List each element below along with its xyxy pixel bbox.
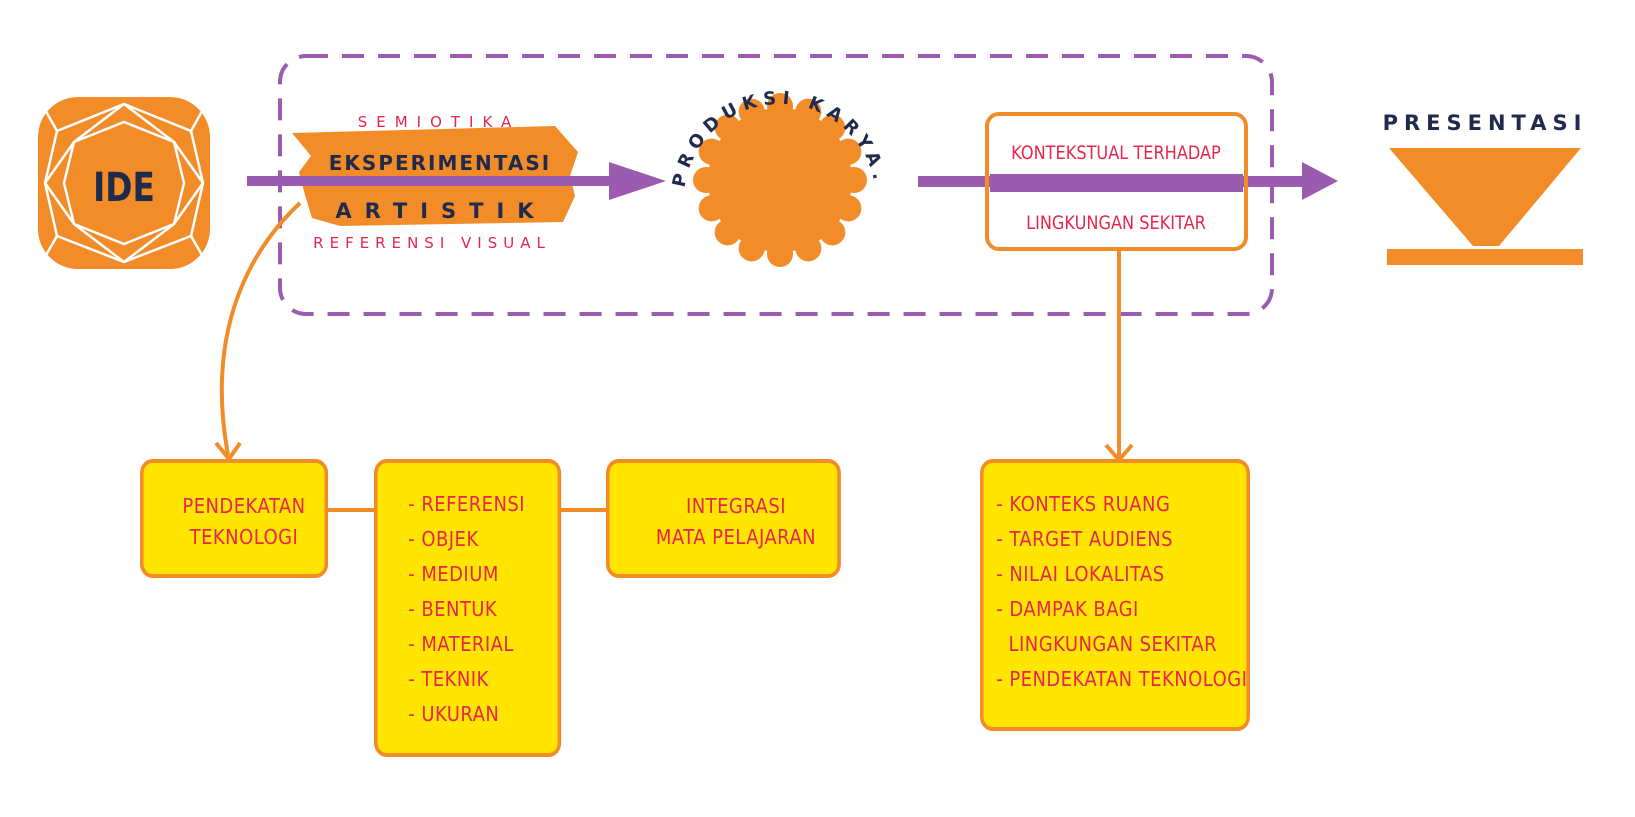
arrow-to-produksi [247, 162, 666, 200]
presentasi-label: PRESENTASI [1383, 111, 1588, 135]
gear-tooth [795, 98, 822, 125]
list-item: NILAI LOKALITAS [996, 557, 1246, 592]
presentasi-node: PRESENTASI [1383, 111, 1588, 265]
gear-tooth [841, 167, 867, 193]
integrasi-line1: INTEGRASI [685, 494, 786, 518]
list-item: REFERENSI [408, 487, 557, 522]
gear-tooth [819, 219, 846, 246]
pendekatan-line1: PENDEKATAN [182, 494, 306, 518]
pendekatan-line2: TEKNOLOGI [189, 525, 299, 549]
gear-tooth [714, 219, 741, 246]
gear-tooth [698, 195, 725, 222]
pendekatan-box: PENDEKATAN TEKNOLOGI [140, 459, 329, 578]
list-item: PENDEKATAN TEKNOLOGI [996, 662, 1247, 697]
gear-tooth [819, 114, 846, 141]
list-item: MEDIUM [408, 557, 557, 592]
referensi-box: REFERENSI OBJEK MEDIUM BENTUK MATERIAL T… [374, 459, 562, 757]
konteks-box: KONTEKS RUANG TARGET AUDIENS NILAI LOKAL… [980, 459, 1250, 731]
gear-tooth [835, 138, 862, 165]
funnel-icon [1389, 148, 1581, 246]
list-item: KONTEKS RUANG [996, 487, 1246, 522]
gem-icon [38, 97, 210, 269]
gear-tooth [767, 241, 793, 267]
gear-tooth [698, 138, 725, 165]
integrasi-box: INTEGRASI MATA PELAJARAN [606, 459, 841, 578]
gear-tooth [835, 195, 862, 222]
referensi-visual-label: REFERENSI VISUAL [313, 234, 551, 252]
integrasi-line2: MATA PELAJARAN [655, 525, 817, 549]
kontekstual-line1: KONTEKSTUAL TERHADAP [1011, 143, 1221, 165]
list-item: TEKNIK [408, 662, 557, 697]
list-item: MATERIAL [408, 627, 557, 662]
artistik-label: ARTISTIK [335, 199, 546, 223]
eksperimentasi-label: EKSPERIMENTASI [329, 151, 551, 175]
gear-tooth [738, 98, 765, 125]
list-item: BENTUK [408, 592, 557, 627]
semiotika-label: SEMIOTIKA [358, 113, 521, 131]
list-item: OBJEK [408, 522, 557, 557]
list-item: UKURAN [408, 697, 557, 732]
gear-tooth [693, 167, 719, 193]
kontekstual-node: KONTEKSTUAL TERHADAP LINGKUNGAN SEKITAR [985, 112, 1248, 251]
kontekstual-line2: LINGKUNGAN SEKITAR [1026, 213, 1206, 235]
gear-tooth [714, 114, 741, 141]
list-item: DAMPAK BAGI [996, 592, 1246, 627]
funnel-base [1387, 249, 1583, 265]
gear-tooth [767, 93, 793, 119]
produksi-gear [693, 93, 867, 267]
gear-tooth [738, 235, 765, 262]
ide-node: IDE [38, 97, 210, 269]
list-item: TARGET AUDIENS [996, 522, 1246, 557]
connector-ide-to-pendekatan [219, 201, 302, 456]
list-item: LINGKUNGAN SEKITAR [1008, 632, 1218, 656]
gear-tooth [795, 235, 822, 262]
ide-label: IDE [93, 164, 155, 211]
